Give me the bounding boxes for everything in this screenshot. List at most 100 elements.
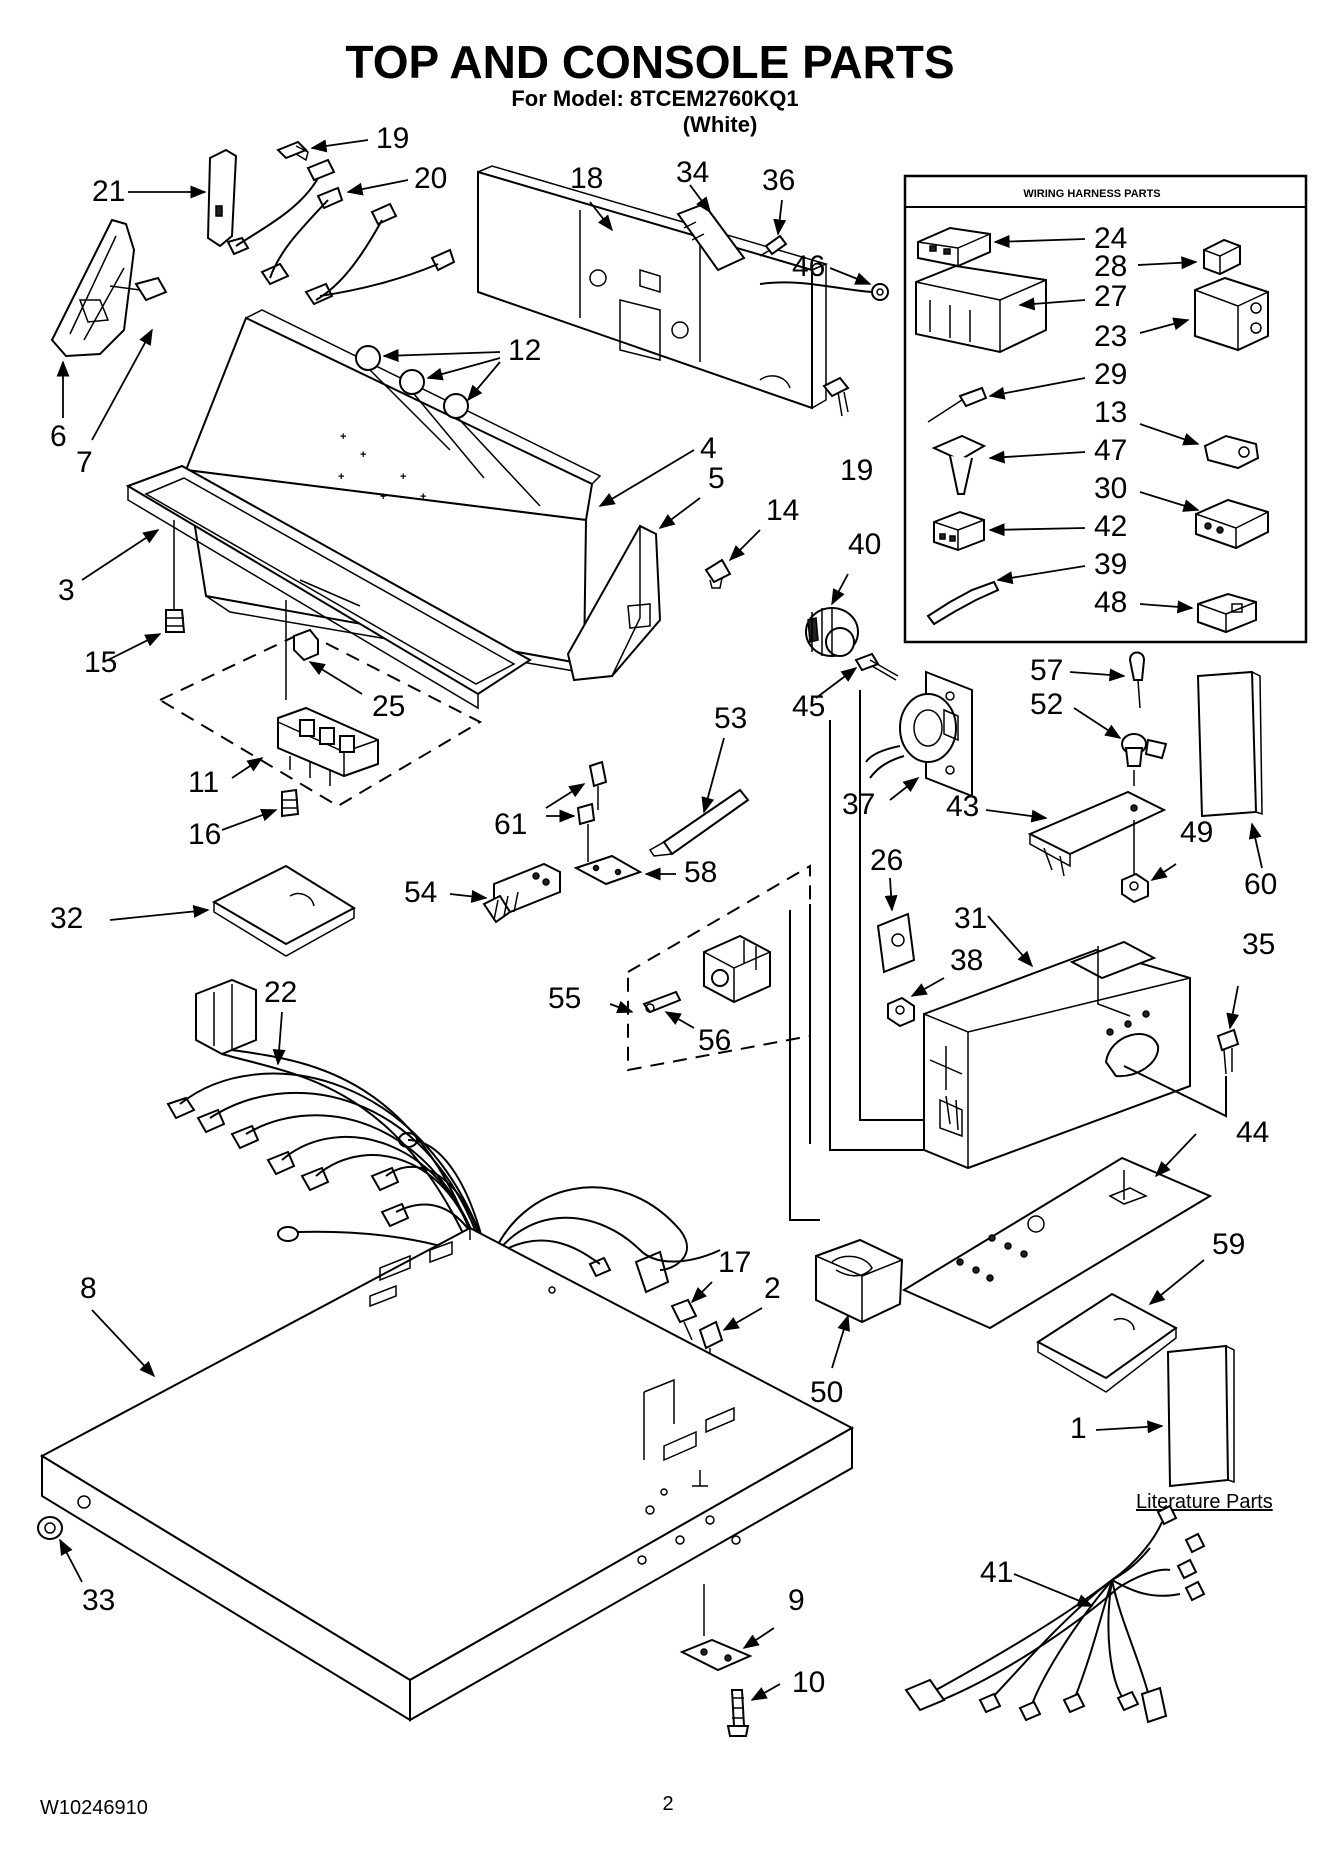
part-26-bracket-icon	[876, 912, 916, 974]
connector-30-icon	[1195, 498, 1269, 550]
part-5-end-cap-icon	[566, 524, 662, 682]
connector-42-icon	[933, 510, 985, 552]
callout-27: 27	[1094, 280, 1127, 313]
literature-parts-label: Literature Parts	[1136, 1491, 1273, 1513]
color-line: (White)	[683, 112, 758, 137]
part-19-screw-icon	[276, 140, 309, 162]
callout-13: 13	[1094, 396, 1127, 429]
callout-37: 37	[842, 788, 875, 821]
callout-40: 40	[848, 528, 881, 561]
callout-41: 41	[980, 1556, 1013, 1589]
part-19-screw-right-icon	[822, 376, 850, 417]
callout-57: 57	[1030, 654, 1063, 687]
callout-53: 53	[714, 702, 747, 735]
callout-20: 20	[414, 162, 447, 195]
part-45-screw-icon	[854, 652, 899, 681]
part-12-knobs-icon	[355, 345, 541, 507]
page-title: TOP AND CONSOLE PARTS	[345, 36, 954, 88]
callout-6: 6	[50, 420, 67, 453]
part-36-screw-icon	[759, 234, 788, 257]
part-9-bracket-icon	[679, 1584, 753, 1672]
connector-28-icon	[1203, 238, 1241, 276]
part-4-console-icon: ++ ++ ++	[184, 309, 602, 673]
part-43-bracket-icon	[1027, 790, 1167, 877]
part-40-timer-icon	[805, 607, 859, 657]
svg-text:+: +	[338, 471, 344, 483]
part-38-nut-icon	[887, 996, 915, 1028]
callout-55: 55	[548, 982, 581, 1015]
part-49-nut-icon	[1121, 872, 1149, 904]
part-11-switch-icon	[277, 706, 379, 786]
callout-21: 21	[92, 175, 125, 208]
callout-29: 29	[1094, 358, 1127, 391]
callout-2: 2	[764, 1272, 781, 1305]
page-number: 2	[662, 1793, 673, 1815]
callout-46: 46	[792, 250, 825, 283]
part-21-bracket-icon	[206, 148, 238, 248]
callout-19a: 19	[376, 122, 409, 155]
part-41-harness-icon	[904, 1504, 1206, 1724]
callout-5: 5	[708, 462, 725, 495]
part-20-switch-harness-icon	[226, 158, 456, 306]
callout-8: 8	[80, 1272, 97, 1305]
callout-54: 54	[404, 876, 437, 909]
callout-45: 45	[792, 690, 825, 723]
callout-26: 26	[870, 844, 903, 877]
callout-28: 28	[1094, 250, 1127, 283]
part-61-screws-icon	[576, 760, 608, 862]
part-33-bumper-icon	[37, 1516, 63, 1540]
callout-23: 23	[1094, 320, 1127, 353]
callout-22: 22	[264, 976, 297, 1009]
terminal-29-icon	[927, 386, 988, 423]
callout-7: 7	[76, 446, 93, 479]
part-22-main-harness-icon	[166, 978, 721, 1294]
callout-34: 34	[676, 156, 709, 189]
part-25-button-icon	[285, 600, 319, 700]
callout-39: 39	[1094, 548, 1127, 581]
part-7-knob-shaft-icon	[109, 276, 168, 302]
callout-16: 16	[188, 818, 221, 851]
callout-36: 36	[762, 164, 795, 197]
part-1-literature-icon	[1166, 1344, 1235, 1488]
callout-32: 32	[50, 902, 83, 935]
svg-text:+: +	[420, 491, 426, 503]
part-35-screw-icon	[1216, 1028, 1240, 1075]
callout-10: 10	[792, 1666, 825, 1699]
wiring-harness-box: WIRING HARNESS PARTS 24 28 27	[903, 174, 1308, 644]
part-60-manual-icon	[1196, 670, 1263, 818]
callout-33: 33	[82, 1584, 115, 1617]
part-54-bracket-icon	[482, 862, 561, 924]
callout-56: 56	[698, 1024, 731, 1057]
connector-23-icon	[1194, 276, 1269, 352]
part-44-plate-icon	[901, 1156, 1213, 1330]
part-16-screw-icon	[281, 788, 300, 818]
part-50-cup-icon	[815, 1238, 904, 1324]
callout-48: 48	[1094, 586, 1127, 619]
callout-17: 17	[718, 1246, 751, 1279]
part-46-ground-wire-icon	[759, 281, 889, 301]
part-15-screw-icon	[165, 520, 186, 633]
connector-48-icon	[1197, 592, 1257, 634]
callout-25: 25	[372, 690, 405, 723]
svg-text:+: +	[360, 449, 366, 461]
part-31-housing-icon	[923, 940, 1191, 1170]
callout-24: 24	[1094, 222, 1127, 255]
part-52-knob-icon	[1121, 733, 1168, 767]
callout-31: 31	[954, 902, 987, 935]
terminal-39-icon	[926, 580, 1000, 626]
callout-42: 42	[1094, 510, 1127, 543]
part-18-console-back-panel-icon	[477, 165, 829, 410]
callout-50: 50	[810, 1376, 843, 1409]
callout-49: 49	[1180, 816, 1213, 849]
part-53-rod-icon	[648, 788, 750, 857]
callout-52: 52	[1030, 688, 1063, 721]
part-57-pin-icon	[1128, 651, 1146, 709]
callout-1: 1	[1070, 1412, 1087, 1445]
part-37-timer-motor-icon	[865, 670, 973, 798]
callout-38: 38	[950, 944, 983, 977]
callout-12: 12	[508, 334, 541, 367]
callout-61: 61	[494, 808, 527, 841]
svg-text:+: +	[340, 431, 346, 443]
callout-15: 15	[84, 646, 117, 679]
